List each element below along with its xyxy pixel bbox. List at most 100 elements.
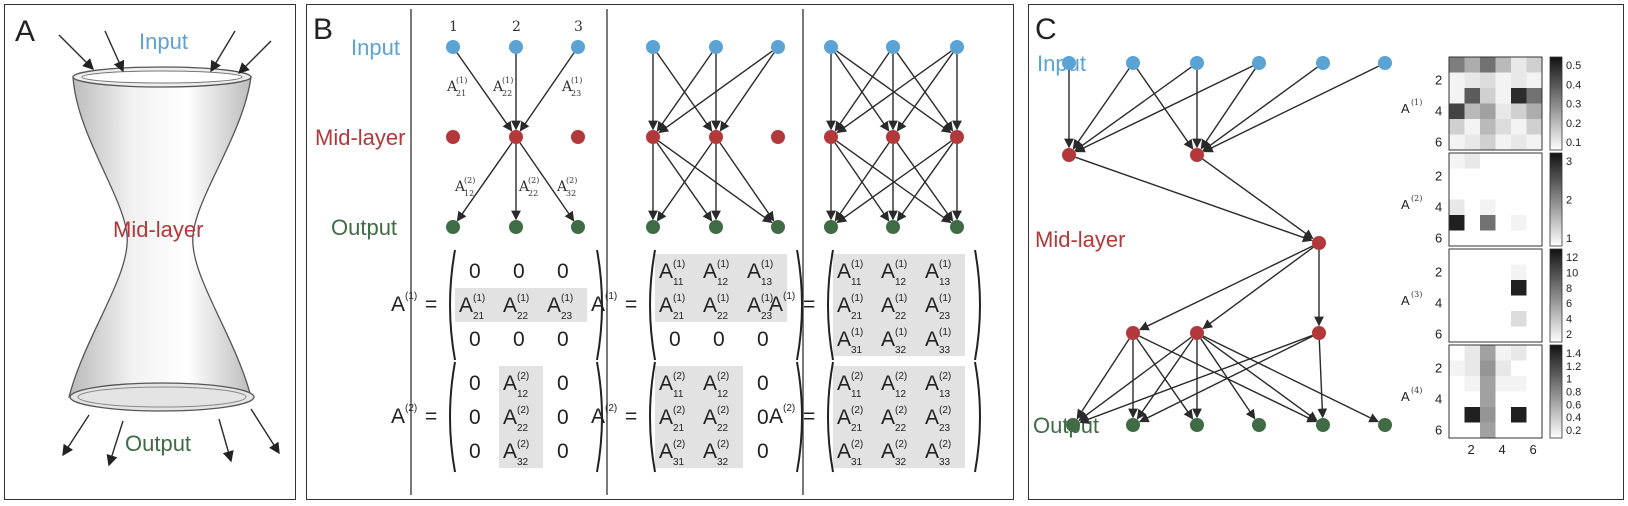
node-number: 2 xyxy=(512,19,521,35)
matrix-entry-sup: (2) xyxy=(895,371,907,382)
heatmap-cell xyxy=(1464,295,1480,311)
mid-node xyxy=(571,130,585,144)
matrix-entry: 0 xyxy=(557,260,569,283)
matrix-entry-sup: (2) xyxy=(851,405,863,416)
matrix-entry-sub: 32 xyxy=(895,457,907,468)
heatmap-cell xyxy=(1526,407,1542,423)
heatmap-col-tick: 2 xyxy=(1468,442,1475,457)
matrix-entry: 0 xyxy=(469,440,481,463)
heatmap-cell xyxy=(1464,264,1480,280)
matrix-entry-sup: (2) xyxy=(673,439,685,450)
input-node xyxy=(1316,56,1330,70)
input-node xyxy=(1378,56,1392,70)
matrix-shaded-cell xyxy=(877,254,921,288)
heatmap-cell xyxy=(1480,326,1496,342)
matrix-entry-sub: 31 xyxy=(851,345,863,356)
heatmap-cell xyxy=(1464,326,1480,342)
heatmap-cell xyxy=(1449,168,1465,184)
heatmap-cell xyxy=(1480,264,1496,280)
colorbar-tick: 4 xyxy=(1566,314,1572,326)
output-node xyxy=(1316,418,1330,432)
matrix-shaded-cell xyxy=(877,434,921,468)
input-node xyxy=(886,40,900,54)
matrix-entry-sup: (2) xyxy=(851,439,863,450)
matrix-entry: A xyxy=(659,372,673,395)
mid-node xyxy=(1062,148,1076,162)
matrix-name-sup: (2) xyxy=(405,403,417,414)
heatmap-row-tick: 6 xyxy=(1435,423,1442,438)
network-edge xyxy=(1136,338,1194,420)
heatmap-cell xyxy=(1449,391,1465,407)
heatmap-cell xyxy=(1495,184,1511,200)
matrix-entry: A xyxy=(837,372,851,395)
label-input: Input xyxy=(351,35,400,60)
matrix-entry-sub: 21 xyxy=(473,311,485,322)
colorbar-tick: 0.6 xyxy=(1566,399,1581,411)
heatmap-name-sup: (4) xyxy=(1411,386,1422,395)
colorbar-tick: 2 xyxy=(1566,329,1572,341)
heatmap-row-tick: 4 xyxy=(1435,200,1442,215)
heatmap-name-sup: (3) xyxy=(1411,290,1422,299)
node-number: 1 xyxy=(449,19,458,35)
colorbar-tick: 0.4 xyxy=(1566,412,1581,424)
matrix-entry: A xyxy=(459,294,473,317)
matrix-entry: A xyxy=(659,260,673,283)
matrix-entry: 0 xyxy=(757,440,769,463)
matrix-equals: = xyxy=(625,405,637,428)
matrix-entry-sub: 23 xyxy=(561,311,573,322)
heatmap-cell xyxy=(1526,230,1542,246)
heatmap-cell xyxy=(1511,326,1527,342)
matrix-entry-sup: (2) xyxy=(939,439,951,450)
output-node xyxy=(1066,418,1080,432)
heatmap-frame xyxy=(1448,152,1543,247)
heatmap-cell xyxy=(1464,376,1480,392)
matrix-equals: = xyxy=(803,293,815,316)
matrix-entry-sub: 12 xyxy=(895,277,907,288)
matrix-entry-sup: (1) xyxy=(717,259,729,270)
matrix-entry-sub: 31 xyxy=(851,457,863,468)
matrix-entry-sub: 21 xyxy=(851,423,863,434)
colorbar-tick: 6 xyxy=(1566,298,1572,310)
matrix-entry-sup: (1) xyxy=(473,293,485,304)
heatmap-cell xyxy=(1526,134,1542,150)
matrix-entry: A xyxy=(925,294,939,317)
heatmap-cell xyxy=(1464,168,1480,184)
matrix-entry: A xyxy=(881,372,895,395)
matrix-entry: A xyxy=(659,440,673,463)
matrix-shaded-cell xyxy=(699,366,743,400)
network-edge xyxy=(1074,66,1192,152)
mid-node xyxy=(824,130,838,144)
heatmap-cell xyxy=(1480,345,1496,361)
heatmap-cell xyxy=(1480,184,1496,200)
heatmap-cell xyxy=(1495,422,1511,438)
matrix-entry-sub: 22 xyxy=(717,311,729,322)
heatmap-cell xyxy=(1511,360,1527,376)
mid-node xyxy=(1312,326,1326,340)
matrix-entry: 0 xyxy=(513,260,525,283)
matrix-entry-sup: (2) xyxy=(517,371,529,382)
heatmap-cell xyxy=(1495,391,1511,407)
heatmap-cell xyxy=(1480,119,1496,135)
edge-label-sup: (1) xyxy=(571,76,582,85)
matrix-entry-sub: 12 xyxy=(895,389,907,400)
matrix-shaded-cell xyxy=(833,400,877,434)
matrix-entry: 0 xyxy=(757,328,769,351)
mid-node xyxy=(771,130,785,144)
heatmap-frame xyxy=(1448,248,1543,343)
network-edge xyxy=(1138,245,1314,331)
heatmap-cell xyxy=(1495,168,1511,184)
matrix-entry-sup: (1) xyxy=(761,293,773,304)
matrix-entry-sup: (2) xyxy=(939,371,951,382)
matrix-entry: A xyxy=(659,406,673,429)
matrix-entry: A xyxy=(503,294,517,317)
matrix-entry-sup: (1) xyxy=(895,327,907,338)
heatmap-cell xyxy=(1480,134,1496,150)
edge-label-sup: (1) xyxy=(456,76,467,85)
matrix-entry-sup: (2) xyxy=(673,371,685,382)
heatmap-cell xyxy=(1449,215,1465,231)
matrix-entry: A xyxy=(925,440,939,463)
matrix-entry: A xyxy=(547,294,561,317)
panel-label-a: A xyxy=(15,15,35,48)
matrix-entry: A xyxy=(747,294,761,317)
